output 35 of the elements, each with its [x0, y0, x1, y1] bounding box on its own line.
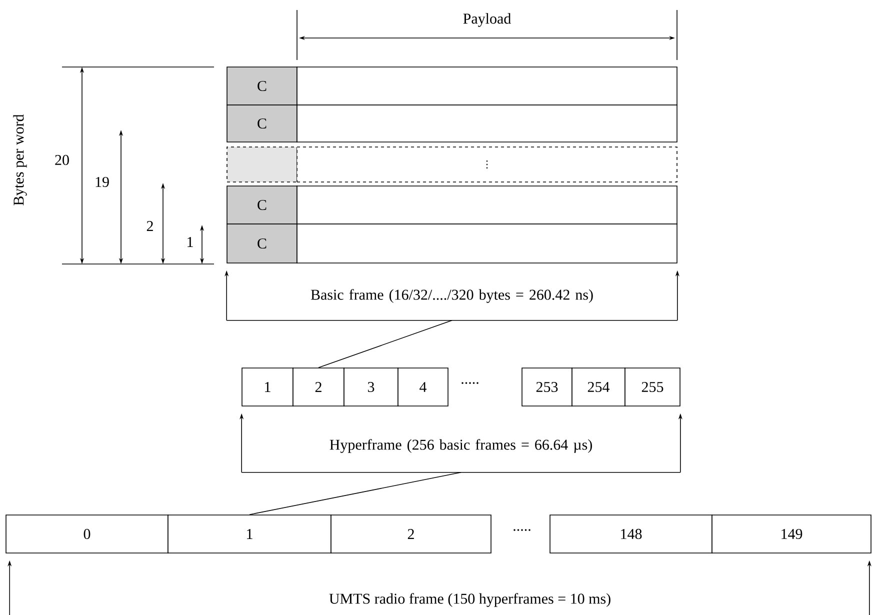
dimension-label: 19: [96, 176, 109, 188]
frame-label: Hyperframe (256 basic frames = 66.64 µs): [241, 439, 681, 473]
ellipsis: .....: [462, 382, 478, 384]
payload-cell: [296, 104, 678, 142]
frame-label: Basic frame (16/32/..../320 bytes = 260.42 ns): [226, 289, 678, 321]
control-cell: C: [226, 104, 298, 142]
frame-cell: 254: [572, 368, 626, 406]
payload-cell: [296, 186, 678, 224]
payload-label: Payload: [463, 13, 511, 27]
payload-cell: [296, 224, 678, 264]
frame-cell: 253: [522, 368, 572, 406]
frame-cell: 2: [330, 514, 492, 554]
frame-cell: 1: [242, 368, 294, 406]
frame-cell: 2: [292, 368, 344, 406]
ellipsis: .....: [514, 529, 530, 531]
control-cell: C: [226, 186, 298, 224]
dimension-label: 2: [146, 221, 153, 231]
connector-line: [318, 320, 452, 368]
dimension-label: 1: [188, 237, 193, 247]
axis-label: Bytes per word: [13, 114, 27, 206]
frame-cell: 149: [712, 514, 872, 554]
frame-cell: 3: [344, 368, 398, 406]
control-cell: [226, 146, 298, 182]
payload-cell: ⋮: [296, 146, 678, 182]
control-cell: C: [226, 224, 298, 264]
frame-label: UMTS radio frame (150 hyperframes = 10 ms): [329, 593, 610, 607]
payload-cell: [296, 66, 678, 106]
dimension-label: 20: [55, 154, 69, 166]
frame-cell: 255: [624, 368, 680, 406]
control-cell: C: [226, 66, 298, 106]
frame-cell: 148: [550, 514, 712, 554]
frame-cell: 1: [168, 514, 332, 554]
connector-line: [249, 472, 462, 515]
frame-cell: 4: [398, 368, 448, 406]
frame-cell: 0: [6, 514, 168, 554]
